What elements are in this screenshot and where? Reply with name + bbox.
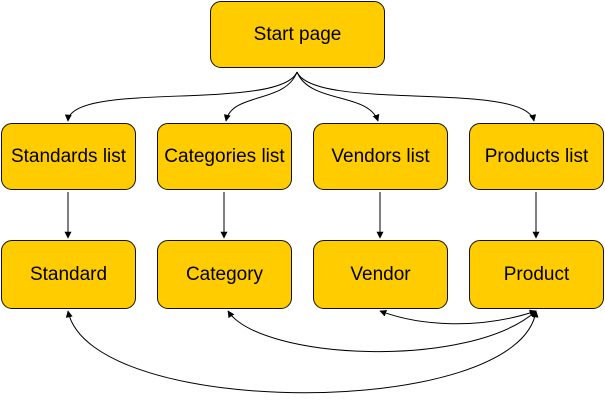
edge-start-to-products-list: [296, 71, 537, 122]
edge-start-to-vendors-list: [296, 71, 380, 122]
edge-start-to-categories-list: [223, 71, 298, 122]
product-node: Product: [469, 240, 604, 309]
standards-list-node: Standards list: [1, 123, 136, 190]
category-node: Category: [157, 240, 292, 309]
edge-product-standard: [65, 310, 539, 394]
categories-list-node: Categories list: [157, 123, 292, 190]
products-list-node: Products list: [469, 123, 604, 190]
edge-product-vendor: [379, 309, 537, 325]
edge-product-category: [227, 310, 537, 353]
vendors-list-node: Vendors list: [313, 123, 448, 190]
standard-node: Standard: [1, 240, 136, 309]
vendor-node: Vendor: [313, 240, 448, 309]
start-page-node: Start page: [210, 1, 385, 68]
edge-start-to-standards-list: [64, 71, 298, 122]
